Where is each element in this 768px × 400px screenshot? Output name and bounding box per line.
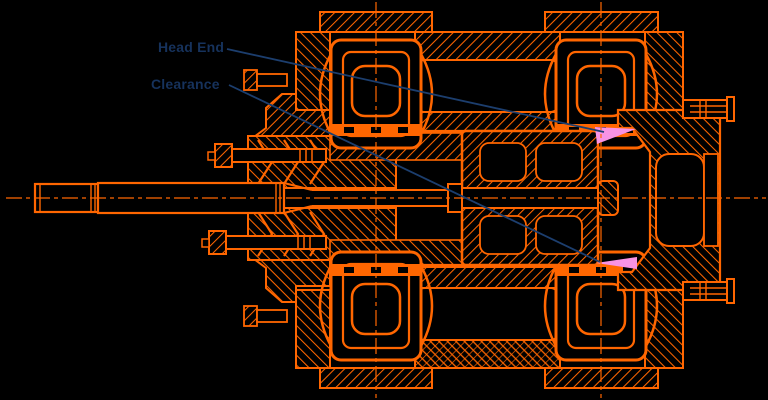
- bolt-nut-upper: [243, 69, 258, 91]
- gas-passage-bottom: [414, 287, 561, 341]
- gas-passage-top: [414, 59, 561, 113]
- leader-line-head-end: [226, 48, 605, 133]
- bolt-nut-lower: [243, 305, 258, 327]
- packing-stud-top: [219, 148, 327, 163]
- head-bolt-top: [682, 99, 728, 119]
- cylinder-head: [616, 96, 735, 304]
- rod-packing-case: [201, 135, 397, 261]
- leader-line-clearance: [228, 84, 601, 263]
- clearance-highlight-bottom: [596, 257, 637, 269]
- head-pocket: [655, 153, 705, 247]
- centerlines: [6, 2, 766, 398]
- head-end-label: Head End: [158, 39, 225, 55]
- clearance-label: Clearance: [151, 76, 220, 92]
- clearance-highlight-top: [595, 127, 636, 144]
- head-bolt-bottom: [682, 281, 728, 301]
- packing-stud-bottom: [213, 235, 327, 250]
